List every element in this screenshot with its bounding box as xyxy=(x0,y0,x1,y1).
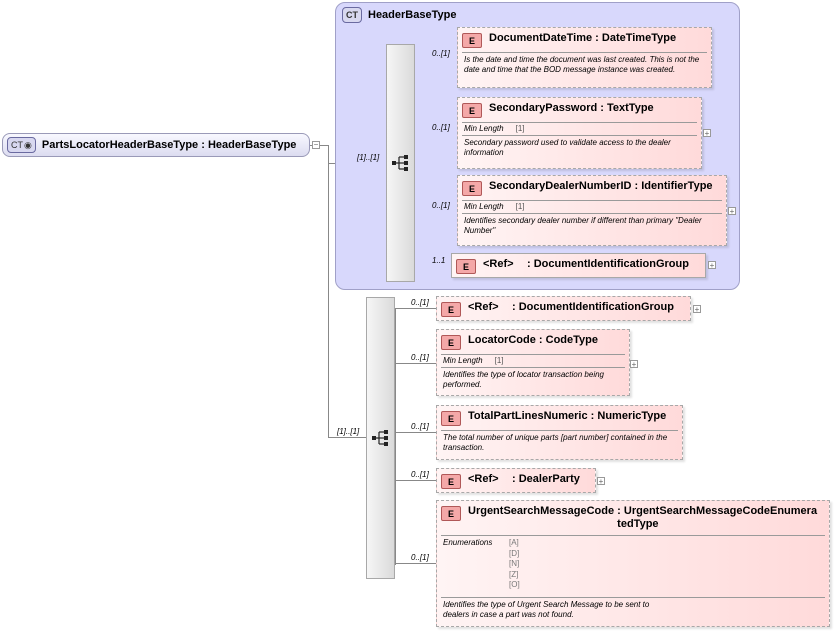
connector xyxy=(395,432,436,433)
element-dealer-party-ref[interactable]: E <Ref>: DealerParty xyxy=(436,468,596,493)
element-documentation: Is the date and time the document was la… xyxy=(464,55,700,74)
element-icon: E xyxy=(441,474,461,489)
facet-min-length: Min Length[1] xyxy=(464,202,525,211)
enum-value: [Z] xyxy=(509,569,519,579)
cardinality-label: 0..[1] xyxy=(411,470,429,479)
cardinality-label: 0..[1] xyxy=(432,49,450,58)
cardinality-label: 0..[1] xyxy=(432,201,450,210)
element-icon: E xyxy=(462,103,482,118)
divider xyxy=(462,52,707,53)
facet-min-length: Min Length[1] xyxy=(443,356,504,365)
element-documentation: Identifies secondary dealer number if di… xyxy=(464,216,702,235)
element-document-identification-group-ref[interactable]: E <Ref>: DocumentIdentificationGroup xyxy=(436,296,691,321)
cardinality-label: 0..[1] xyxy=(411,353,429,362)
element-total-part-lines-numeric[interactable]: E TotalPartLinesNumeric : NumericType Th… xyxy=(436,405,683,460)
sequence-compositor-icon xyxy=(392,155,408,171)
divider xyxy=(462,200,722,201)
element-secondary-dealer-number-id[interactable]: E SecondaryDealerNumberID : IdentifierTy… xyxy=(457,175,727,246)
root-complex-type[interactable]: CT◉ PartsLocatorHeaderBaseType : HeaderB… xyxy=(2,133,310,157)
sequence-compositor-icon xyxy=(372,430,388,446)
element-secondary-password[interactable]: E SecondaryPassword : TextType Min Lengt… xyxy=(457,97,702,169)
complex-type-icon: CT◉ xyxy=(7,137,36,153)
connector xyxy=(395,563,436,564)
cardinality-label: 0..[1] xyxy=(411,553,429,562)
minus-icon[interactable]: − xyxy=(312,140,320,149)
element-icon: E xyxy=(462,33,482,48)
cardinality-label: 0..[1] xyxy=(432,123,450,132)
plus-icon[interactable]: + xyxy=(703,129,711,138)
cardinality-label: [1]..[1] xyxy=(357,153,380,162)
element-icon: E xyxy=(441,302,461,317)
element-document-identification-group-ref[interactable]: E <Ref>: DocumentIdentificationGroup xyxy=(451,253,706,278)
plus-icon[interactable]: + xyxy=(630,360,638,369)
enumerations: Enumerations [A] [D] [N] [Z] [O] xyxy=(443,538,520,589)
element-locator-code[interactable]: E LocatorCode : CodeType Min Length[1] I… xyxy=(436,329,630,396)
cardinality-label: 0..[1] xyxy=(411,298,429,307)
element-documentation: The total number of unique parts [part n… xyxy=(443,433,668,452)
divider xyxy=(462,135,697,136)
element-document-date-time[interactable]: E DocumentDateTime : DateTimeType Is the… xyxy=(457,27,712,88)
connector xyxy=(395,480,436,481)
divider xyxy=(462,122,697,123)
connector xyxy=(328,145,329,437)
divider xyxy=(441,354,625,355)
enum-value: [A] xyxy=(509,538,519,547)
element-icon: E xyxy=(441,411,461,426)
enum-value: [D] xyxy=(509,548,520,558)
element-urgent-search-message-code[interactable]: E UrgentSearchMessageCode : UrgentSearch… xyxy=(436,500,830,627)
connector xyxy=(395,308,436,309)
connector xyxy=(328,437,366,438)
plus-icon[interactable]: + xyxy=(728,207,736,216)
element-icon: E xyxy=(462,181,482,196)
divider xyxy=(441,430,678,431)
enum-value: [O] xyxy=(509,580,520,589)
connector xyxy=(395,308,396,565)
element-icon: E xyxy=(441,335,461,350)
plus-icon[interactable]: + xyxy=(597,477,605,486)
connector xyxy=(395,363,436,364)
cardinality-label: 1..1 xyxy=(432,256,446,265)
enum-value: [N] xyxy=(509,559,520,568)
element-documentation: Secondary password used to validate acce… xyxy=(464,138,671,157)
element-documentation: Identifies the type of locator transacti… xyxy=(443,370,604,389)
outer-sequence[interactable] xyxy=(366,297,395,579)
divider xyxy=(441,535,825,536)
cardinality-label: 0..[1] xyxy=(411,422,429,431)
root-type-name: PartsLocatorHeaderBaseType : HeaderBaseT… xyxy=(41,139,297,151)
header-base-type-title: CT HeaderBaseType xyxy=(340,7,456,23)
divider xyxy=(441,367,625,368)
element-icon: E xyxy=(441,506,461,521)
element-icon: E xyxy=(456,259,476,274)
divider xyxy=(462,213,722,214)
facet-min-length: Min Length[1] xyxy=(464,124,525,133)
plus-icon[interactable]: + xyxy=(693,305,701,314)
element-documentation: Identifies the type of Urgent Search Mes… xyxy=(443,599,650,619)
cardinality-label: [1]..[1] xyxy=(337,427,360,436)
divider xyxy=(441,596,825,598)
plus-icon[interactable]: + xyxy=(708,261,716,270)
complex-type-icon: CT xyxy=(342,7,362,23)
